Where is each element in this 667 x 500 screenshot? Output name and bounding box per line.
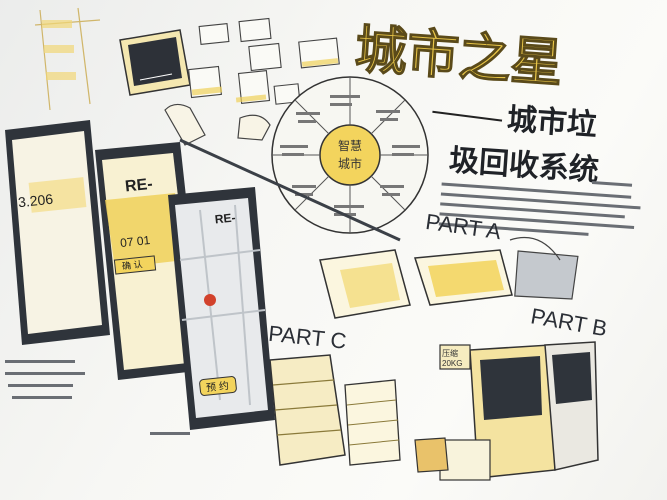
divider-stroke: [179, 138, 401, 242]
map-pin-icon: [204, 294, 216, 306]
app-confirm-label: 确 认: [121, 258, 143, 271]
subtitle-dash: [432, 110, 503, 122]
part-b-label: PART B: [529, 303, 609, 341]
poster-title: 城市之星: [353, 20, 565, 94]
scale-label-1: 压缩: [442, 348, 458, 358]
hand-sketch: [164, 103, 271, 146]
part-a-label: PART A: [424, 209, 503, 244]
scale-label-2: 20KG: [442, 359, 462, 368]
top-device-sketch: [119, 29, 191, 96]
part-c-label: PART C: [267, 321, 348, 354]
part-b-kiosk: 压缩 20KG: [439, 341, 599, 481]
scale-box: [439, 344, 471, 370]
smart-city-wheel: 智慧 城市: [271, 76, 429, 234]
part-a-device: [319, 236, 579, 319]
phone-3: 预 约 RE-: [168, 187, 275, 430]
app-badge: RE-: [124, 176, 153, 196]
app-book-button: [199, 376, 237, 396]
top-yellow-accents: [191, 58, 339, 103]
part-c-shelf: [269, 354, 449, 473]
subtitle-line1: 城市垃: [506, 102, 598, 142]
app-book-label: 预 约: [205, 379, 229, 394]
subtitle-block: 城市垃 圾回收系统: [432, 102, 600, 188]
app-badge-map: RE-: [214, 210, 236, 226]
app-date: 07 01: [119, 233, 151, 250]
subtitle-line2: 圾回收系统: [448, 143, 600, 187]
bottom-notes: [5, 360, 190, 435]
wheel-center-line1: 智慧: [338, 138, 362, 153]
handwritten-notes: [438, 180, 641, 236]
phone-1: 3.206: [5, 120, 110, 345]
app-confirm-button: [113, 255, 157, 275]
wheel-center-line2: 城市: [338, 156, 362, 171]
top-panel-shading: [42, 20, 76, 80]
app-stat: 3.206: [17, 191, 54, 211]
